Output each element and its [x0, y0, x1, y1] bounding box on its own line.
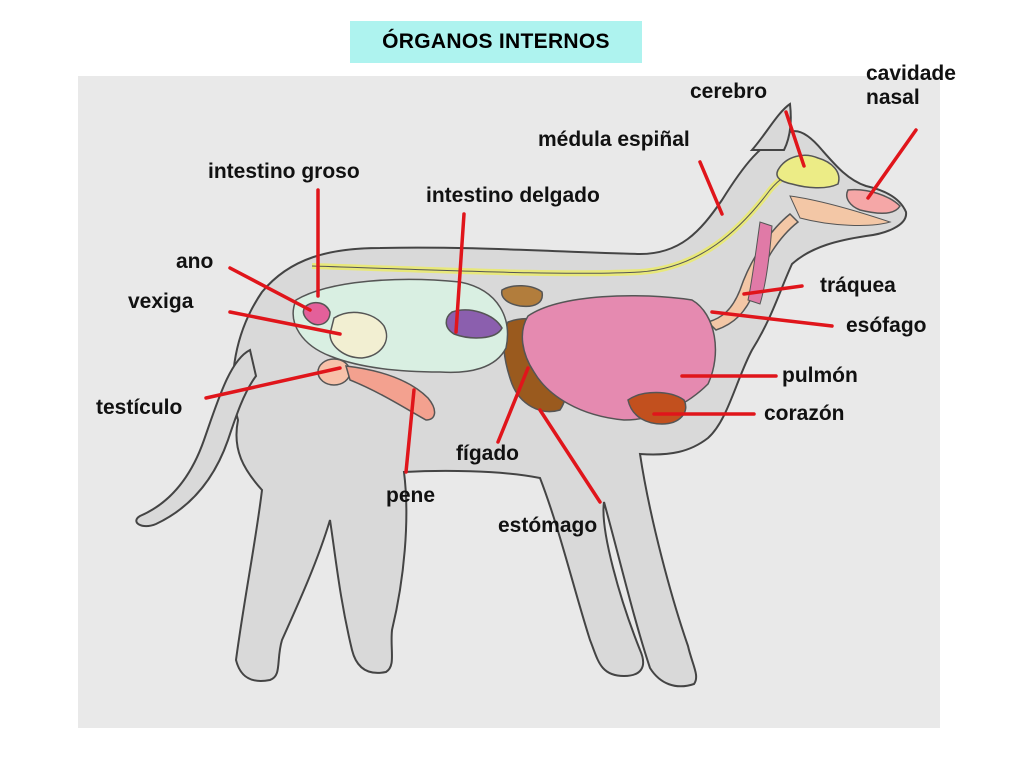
nasal-cavity	[846, 188, 901, 214]
esophagus	[747, 221, 773, 305]
leader-ano	[228, 266, 312, 312]
leader-traquea	[742, 284, 804, 296]
label-ano: ano	[176, 250, 214, 273]
leader-figado	[496, 366, 530, 444]
label-vexiga: vexiga	[128, 290, 194, 313]
leader-lines	[204, 110, 918, 504]
kidney	[500, 285, 544, 308]
leader-cerebro	[784, 110, 806, 168]
pharynx	[789, 195, 892, 226]
small-intestine	[445, 309, 503, 339]
leader-intestino-delgado	[454, 212, 466, 334]
leader-estomago	[538, 408, 602, 504]
label-pene: pene	[386, 484, 436, 507]
label-medula-espinal: médula espiñal	[538, 128, 690, 151]
label-cerebro: cerebro	[690, 80, 768, 103]
organs	[292, 154, 901, 425]
label-intestino-groso: intestino groso	[208, 160, 360, 183]
spinal-cord-outline	[311, 169, 801, 274]
label-estomago: estómago	[498, 514, 598, 537]
title-box: ÓRGANOS INTERNOS	[350, 21, 642, 63]
leader-testiculo	[204, 366, 342, 400]
brain	[776, 154, 840, 189]
leader-vexiga	[228, 310, 342, 336]
leader-medula	[698, 160, 724, 216]
label-testiculo: testículo	[96, 396, 183, 419]
leader-pene	[404, 388, 416, 474]
label-intestino-delgado: intestino delgado	[426, 184, 600, 207]
leader-cavidade-nasal	[866, 128, 918, 200]
heart	[627, 391, 687, 425]
label-pulmon: pulmón	[782, 364, 858, 387]
label-corazon: corazón	[764, 402, 845, 425]
label-esofago: esófago	[846, 314, 927, 337]
colon-loop	[329, 311, 388, 359]
page-title: ÓRGANOS INTERNOS	[382, 30, 610, 53]
label-traquea: tráquea	[820, 274, 896, 297]
label-cavidade-nasal: cavidade nasal	[866, 62, 956, 110]
lung	[521, 294, 717, 421]
leader-esofago	[710, 310, 834, 328]
ear	[749, 102, 792, 151]
label-figado: fígado	[456, 442, 519, 465]
